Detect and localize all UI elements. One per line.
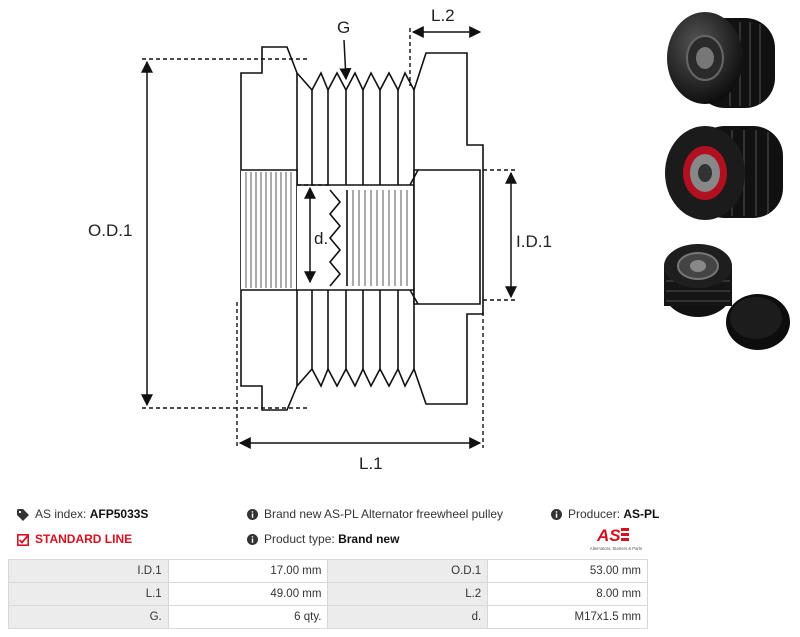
spec-value: 8.00 mm: [487, 582, 648, 606]
as-index-value: AFP5033S: [89, 507, 149, 521]
spec-key: I.D.1: [8, 559, 169, 583]
spec-value: 49.00 mm: [167, 582, 329, 606]
spec-value: 53.00 mm: [487, 559, 648, 583]
info-icon: [247, 534, 258, 546]
standard-line-row: STANDARD LINE: [17, 532, 132, 546]
product-type-value: Brand new: [338, 532, 400, 546]
g-pointer: [339, 39, 352, 81]
svg-text:Alternators, Starters & Parts: Alternators, Starters & Parts: [590, 546, 642, 551]
pulley-photo-bottom-with-cap: [664, 244, 790, 350]
od1-label: O.D.1: [88, 221, 132, 240]
product-type-label: Product type:: [264, 532, 335, 546]
pulley-technical-drawing: O.D.1 L.1 L.2 I.D.1 G d.: [88, 6, 552, 473]
standard-line-label: STANDARD LINE: [35, 532, 133, 546]
spec-value: 6 qty.: [167, 605, 329, 629]
table-row: I.D.1 17.00 mm O.D.1 53.00 mm: [8, 559, 648, 583]
as-index-label: AS index:: [35, 507, 87, 521]
spec-key: d.: [327, 605, 489, 629]
spec-key: L.2: [327, 582, 489, 606]
tag-icon: [17, 508, 29, 521]
as-pl-logo: AS Alternators, Starters & Parts: [590, 526, 642, 551]
l2-label: L.2: [431, 6, 455, 25]
specifications-table: I.D.1 17.00 mm O.D.1 53.00 mm L.1 49.00 …: [8, 559, 648, 629]
as-index-row: AS index: AFP5033S: [17, 507, 148, 521]
table-row: G. 6 qty. d. M17x1.5 mm: [8, 605, 648, 629]
pulley-photo-middle: [665, 126, 783, 220]
spec-key: O.D.1: [327, 559, 489, 583]
spec-value: 17.00 mm: [167, 559, 329, 583]
table-row: L.1 49.00 mm L.2 8.00 mm: [8, 582, 648, 606]
product-type-row: Product type: Brand new: [247, 532, 399, 546]
check-square-icon: [17, 533, 29, 546]
pulley-photo-top: [667, 12, 775, 108]
l1-label: L.1: [359, 454, 383, 473]
g-label: G: [337, 18, 350, 37]
description-row: Brand new AS-PL Alternator freewheel pul…: [247, 507, 503, 521]
spec-key: L.1: [8, 582, 169, 606]
producer-label: Producer:: [568, 507, 621, 521]
info-icon: [247, 509, 258, 521]
id1-label: I.D.1: [516, 232, 552, 251]
producer-value: AS-PL: [623, 507, 660, 521]
info-icon: [551, 509, 562, 521]
spec-value: M17x1.5 mm: [487, 605, 648, 629]
description-text: Brand new AS-PL Alternator freewheel pul…: [264, 507, 504, 521]
producer-row: Producer: AS-PL: [551, 507, 659, 521]
spec-key: G.: [8, 605, 169, 629]
svg-text:AS: AS: [596, 526, 621, 545]
d-label: d.: [314, 229, 328, 248]
